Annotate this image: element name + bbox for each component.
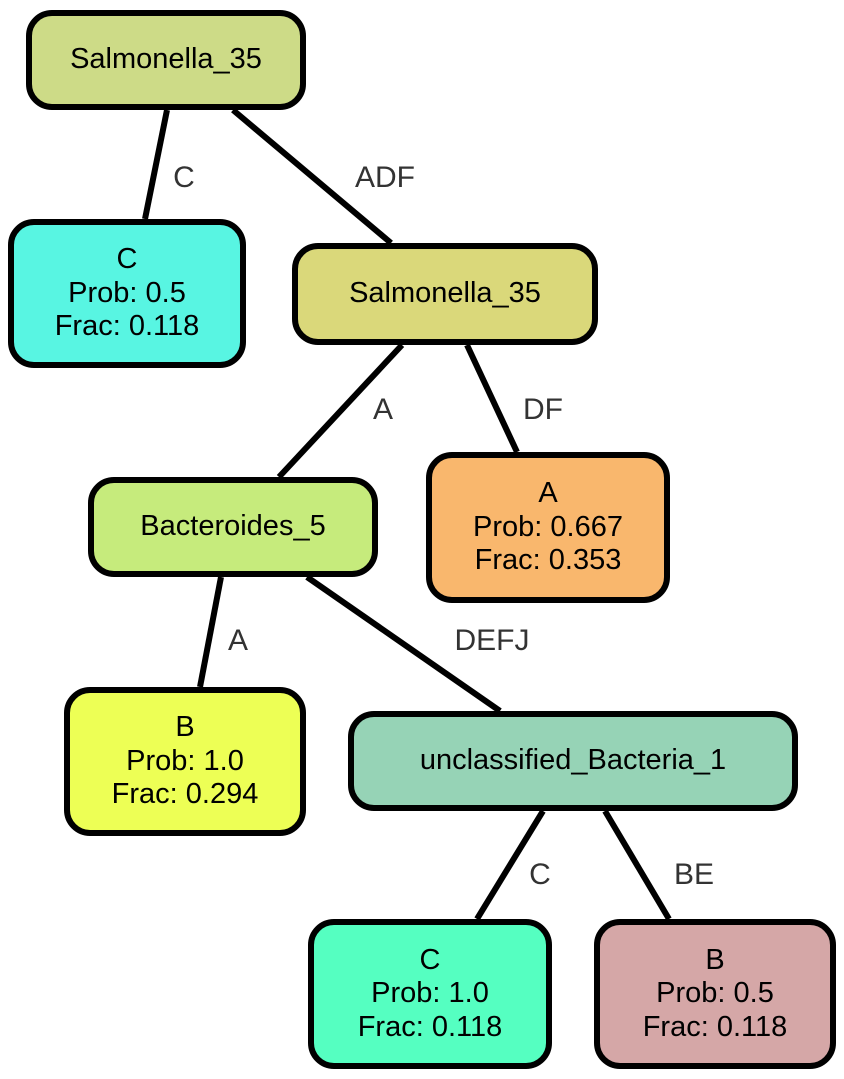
leaf-b2-frac: Frac: 0.118 [642,1010,788,1043]
edge-mid-to-a [464,343,520,454]
edge-label-root-c1: C [173,161,195,194]
leaf-a-frac: Frac: 0.353 [474,544,622,577]
leaf-b1-frac: Frac: 0.294 [111,778,259,811]
leaf-a-prob: Prob: 0.667 [473,510,623,543]
node-mid: Salmonella_35 [292,243,598,345]
leaf-c1-class: C [116,243,138,276]
leaf-c2-frac: Frac: 0.118 [357,1010,503,1043]
leaf-b1-prob: Prob: 1.0 [126,744,244,777]
edge-bacteroides-to-b1 [197,576,224,688]
edge-mid-to-bacteroides [276,342,405,480]
edge-label-root-mid: ADF [355,161,415,194]
edge-label-bacteroides-b1: A [227,624,249,657]
node-bacteroides-label: Bacteroides_5 [140,510,326,543]
leaf-c2: C Prob: 1.0 Frac: 0.118 [308,919,552,1069]
edge-label-unclassified-b2: BE [673,858,715,891]
edge-root-to-c1 [142,109,170,220]
edge-bacteroides-to-unclassified [305,574,502,714]
leaf-c1: C Prob: 0.5 Frac: 0.118 [8,219,246,368]
leaf-b2: B Prob: 0.5 Frac: 0.118 [594,919,836,1069]
edge-unclassified-to-b2 [602,809,672,921]
leaf-c1-prob: Prob: 0.5 [68,276,186,309]
leaf-a-class: A [538,477,558,510]
leaf-c1-frac: Frac: 0.118 [54,310,200,343]
leaf-b2-class: B [705,943,725,976]
node-bacteroides: Bacteroides_5 [88,477,378,577]
leaf-c2-prob: Prob: 1.0 [371,977,489,1010]
leaf-b1: B Prob: 1.0 Frac: 0.294 [64,687,306,836]
leaf-a: A Prob: 0.667 Frac: 0.353 [426,452,670,603]
leaf-b1-class: B [175,711,195,744]
leaf-c2-class: C [419,943,441,976]
node-mid-label: Salmonella_35 [349,277,541,310]
edge-label-mid-bacteroides: A [372,393,394,426]
node-root-label: Salmonella_35 [70,43,262,76]
edge-root-to-mid [231,107,393,246]
edge-unclassified-to-c2 [474,809,546,921]
leaf-b2-prob: Prob: 0.5 [656,977,774,1010]
node-root: Salmonella_35 [26,10,306,110]
node-unclassified-label: unclassified_Bacteria_1 [419,744,727,777]
edge-label-bacteroides-unclassified: DEFJ [454,624,530,657]
edge-label-mid-a: DF [523,393,563,426]
node-unclassified: unclassified_Bacteria_1 [348,711,798,811]
edge-label-unclassified-c2: C [529,858,551,891]
